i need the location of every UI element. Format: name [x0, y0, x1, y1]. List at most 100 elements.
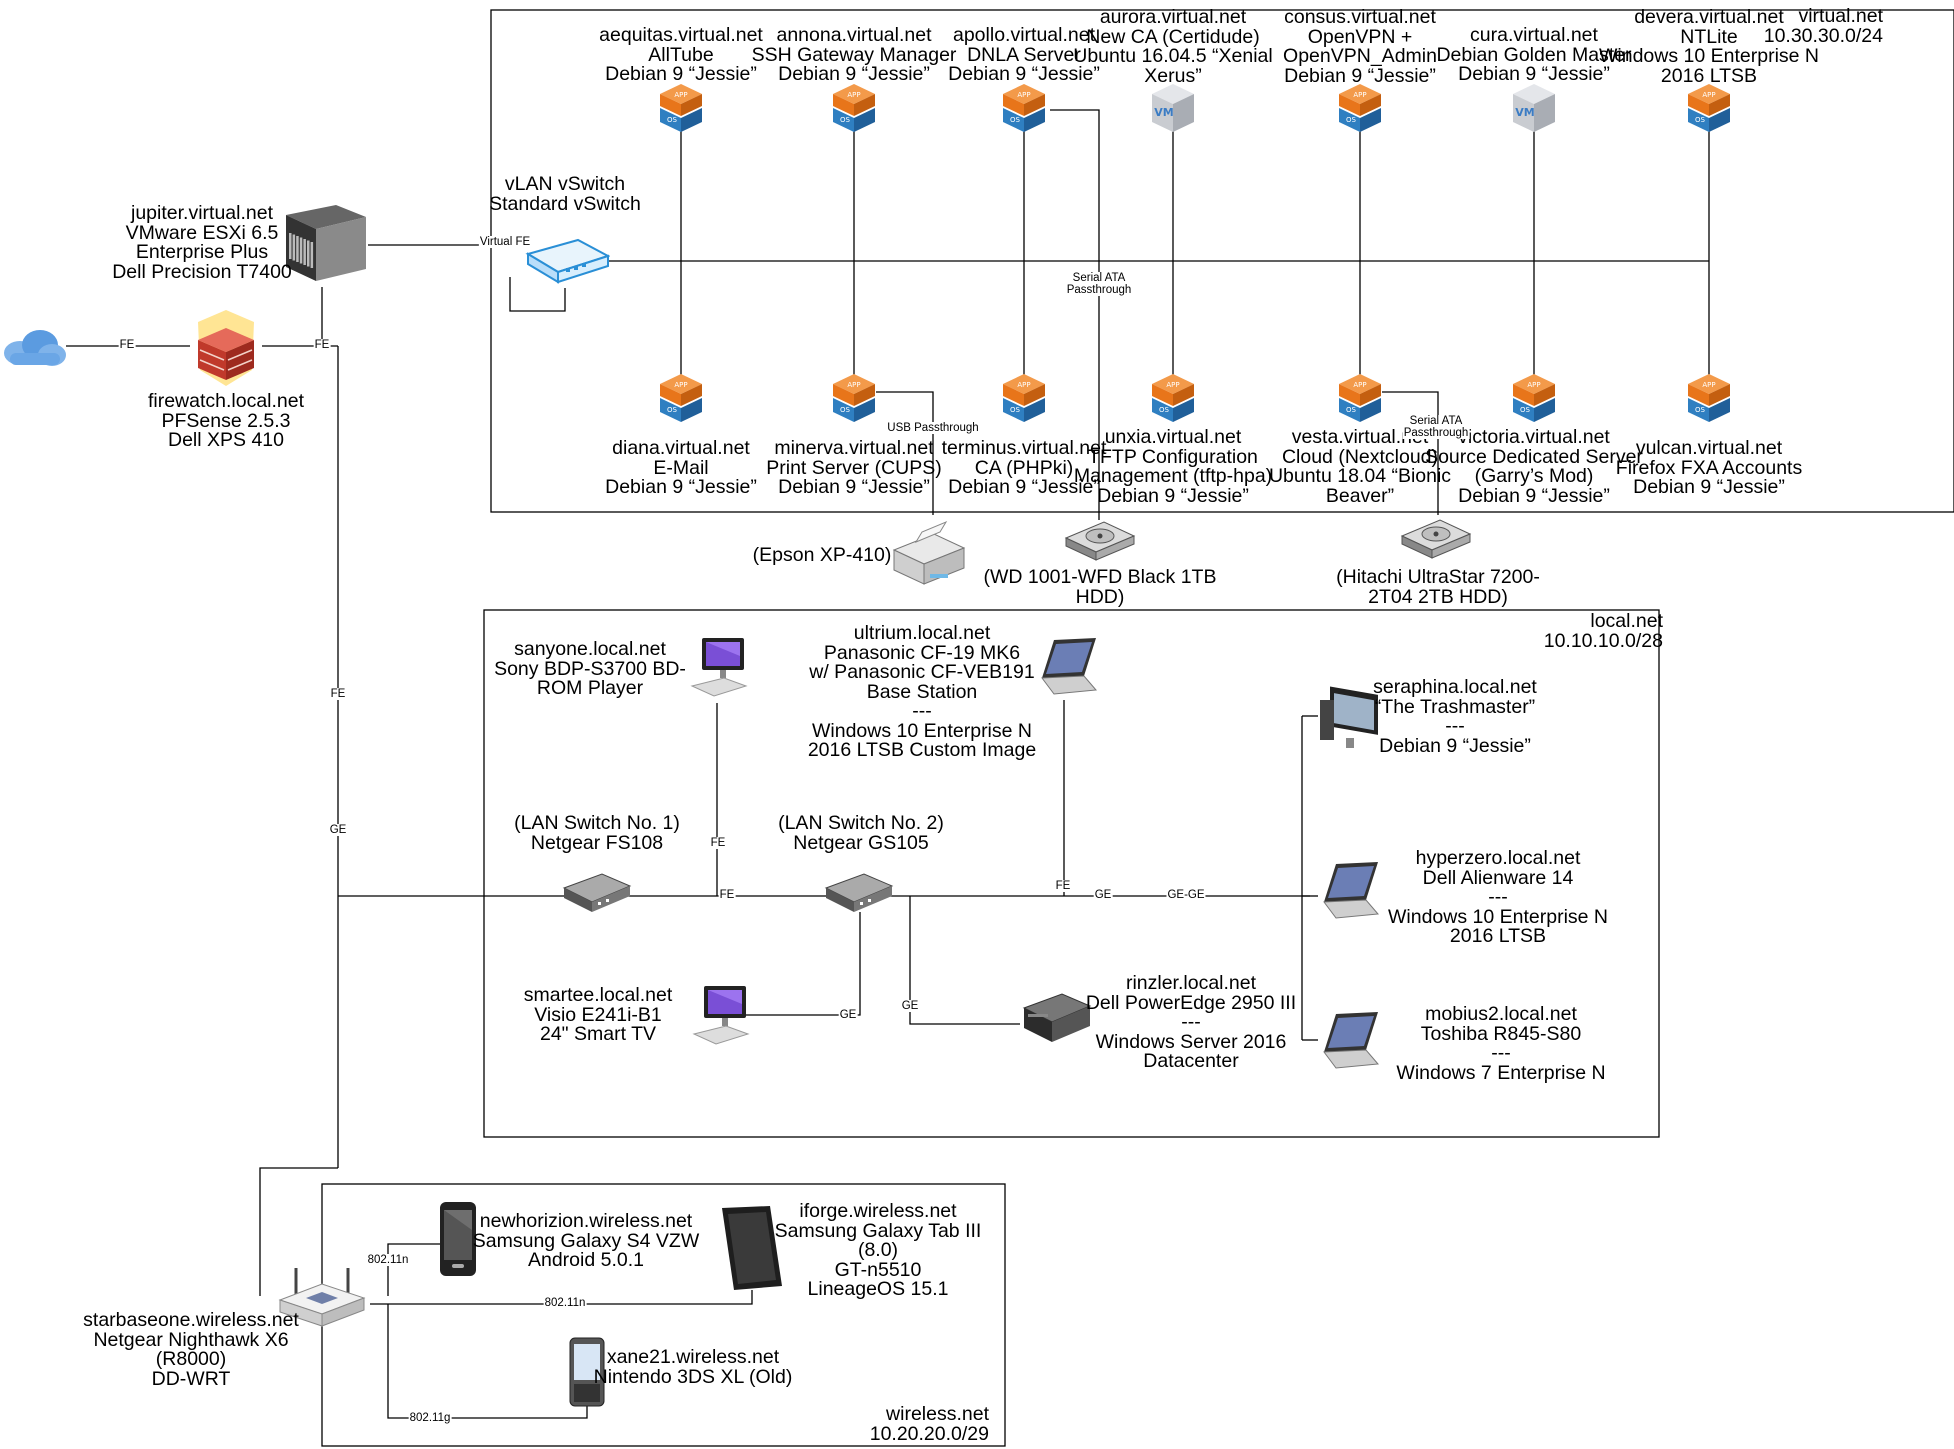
- vm-top-label-line: OpenVPN +: [1307, 25, 1413, 48]
- hard-drive-icon: [1400, 519, 1472, 559]
- vm-bottom-label-line: Management (tftp-hpa): [1073, 465, 1273, 487]
- link-label-80211n-newhorizon-text: 802.11n: [367, 1254, 409, 1266]
- vm-bottom-label-line: Debian 9 “Jessie”: [1097, 484, 1249, 507]
- vswitch-icon: [525, 238, 610, 284]
- printer-icon: [892, 520, 966, 585]
- vm-top-label-line: Xerus”: [1144, 64, 1202, 87]
- svg-text:APP: APP: [1353, 91, 1366, 99]
- vm-top-label-line: DNLA Server: [967, 43, 1081, 66]
- hdd2-label: (Hitachi UltraStar 7200-2T04 2TB HDD): [1336, 567, 1540, 607]
- link-label-ge-smartee-text: GE: [839, 1009, 857, 1021]
- svg-text:OS: OS: [1520, 406, 1531, 414]
- link-label-fe-jupiter-text: FE: [314, 339, 330, 351]
- hyperzero-label-line: 2016 LTSB: [1449, 925, 1547, 947]
- link-label-fe-ultrium-text: FE: [1055, 880, 1071, 892]
- app-os-icon: APP OS: [660, 374, 702, 422]
- desktop-computer-icon: [692, 986, 750, 1045]
- vm-top-label-line: apollo.virtual.net: [952, 24, 1096, 46]
- svg-text:OS: OS: [1695, 116, 1706, 124]
- vm-top-label-line: Ubuntu 16.04.5 “Xenial: [1073, 45, 1273, 67]
- cloud-icon: [4, 330, 66, 366]
- newhorizon-label-line: Samsung Galaxy S4 VZW: [472, 1229, 700, 1252]
- handheld-console-icon: [569, 1337, 605, 1407]
- vm-bottom-label-line: vesta.virtual.net: [1291, 426, 1429, 448]
- vm-bottom-label-line: Beaver”: [1325, 484, 1395, 507]
- svg-text:APP: APP: [1017, 91, 1030, 99]
- link-label-80211g-xane21-text: 802.11g: [409, 1412, 451, 1424]
- vm-icon: VM: [1152, 84, 1194, 132]
- firewatch-label-line: firewatch.local.net: [147, 390, 305, 412]
- smartee-label-line: 24" Smart TV: [539, 1023, 657, 1045]
- ultrium-label-line: w/ Panasonic CF-VEB191: [809, 661, 1035, 683]
- xane21-label-line: Nintendo 3DS XL (Old): [593, 1365, 793, 1388]
- svg-text:OS: OS: [1346, 406, 1357, 414]
- zone-subnet: 10.30.30.0/24: [1763, 24, 1883, 47]
- jupiter-label-line: VMware ESXi 6.5: [125, 221, 279, 244]
- sanyone-label-line: Sony BDP-S3700 BD-: [494, 657, 686, 680]
- svg-text:APP: APP: [674, 381, 687, 389]
- vm-top-label-line: SSH Gateway Manager: [751, 43, 957, 66]
- link-label-sata-2-text: Passthrough: [1403, 427, 1469, 439]
- vm-bottom-label-line: diana.virtual.net: [612, 437, 750, 459]
- smartee-link: [746, 912, 861, 1016]
- firewall-icon: [198, 310, 254, 386]
- app-os-icon: APP OS: [1513, 374, 1555, 422]
- app-os-icon: APP OS: [660, 84, 702, 132]
- router-to-iforge: [370, 1290, 753, 1305]
- switch1-label: (LAN Switch No. 1)Netgear FS108: [514, 813, 680, 853]
- vm-top-label-line: New CA (Certidude): [1086, 25, 1260, 48]
- rinzler-label-line: Datacenter: [1143, 1050, 1239, 1072]
- desktop-computer-icon: [1320, 686, 1378, 748]
- vm-bottom-label-line: Firefox FXA Accounts: [1615, 456, 1803, 479]
- svg-text:APP: APP: [847, 381, 860, 389]
- iforge-label-line: (8.0): [857, 1239, 899, 1261]
- link-label-80211n-iforge: 802.11n: [543, 1297, 587, 1309]
- link-label-sata-1-text: Serial ATA: [1072, 272, 1126, 284]
- vm-top-label-line: AllTube: [648, 43, 714, 66]
- vm-top-label-line: Debian Golden Master: [1436, 43, 1632, 66]
- vm-bottom-label-line: Debian 9 “Jessie”: [948, 476, 1100, 498]
- link-label-virtual-fe-text: Virtual FE: [479, 236, 531, 248]
- zone-box-virtual: [490, 9, 1954, 513]
- vm-top-label-line: devera.virtual.net: [1634, 6, 1784, 28]
- app-os-icon: APP OS: [1339, 374, 1381, 422]
- link-label-fe-switches-text: FE: [719, 889, 735, 901]
- vm-bottom-label-line: Debian 9 “Jessie”: [1458, 484, 1610, 507]
- iforge-label-line: Samsung Galaxy Tab III: [774, 1219, 982, 1242]
- rinzler-label-line: ---: [1181, 1011, 1201, 1033]
- svg-text:APP: APP: [1702, 91, 1715, 99]
- link-label-fe-wan: FE: [118, 339, 136, 351]
- vm-top-label-line: Debian 9 “Jessie”: [778, 63, 930, 85]
- laptop-icon: [1323, 1012, 1380, 1069]
- link-label-ge-trunk-text: GE: [329, 824, 347, 836]
- starbase-label-line: (R8000): [155, 1348, 227, 1370]
- app-os-icon: APP OS: [1003, 374, 1045, 422]
- seraphina-label-line: seraphina.local.net: [1373, 676, 1537, 698]
- sanyone-label-line: ROM Player: [536, 677, 644, 699]
- switch2-label: (LAN Switch No. 2)Netgear GS105: [778, 813, 944, 853]
- vm-top-label-line: Debian 9 “Jessie”: [1284, 64, 1436, 87]
- svg-text:APP: APP: [1527, 381, 1540, 389]
- rinzler-link: [909, 896, 1020, 1025]
- app-os-icon: APP OS: [1003, 84, 1045, 132]
- printer-label: (Epson XP-410): [753, 545, 892, 566]
- svg-text:OS: OS: [667, 116, 678, 124]
- link-label-fe-sanyone-text: FE: [710, 837, 726, 849]
- vm-top-label-line: NTLite: [1680, 25, 1738, 48]
- vm-bottom-label-line: Debian 9 “Jessie”: [778, 476, 930, 498]
- zone-name: wireless.net: [886, 1403, 989, 1425]
- hyperzero-label-line: Dell Alienware 14: [1422, 866, 1574, 889]
